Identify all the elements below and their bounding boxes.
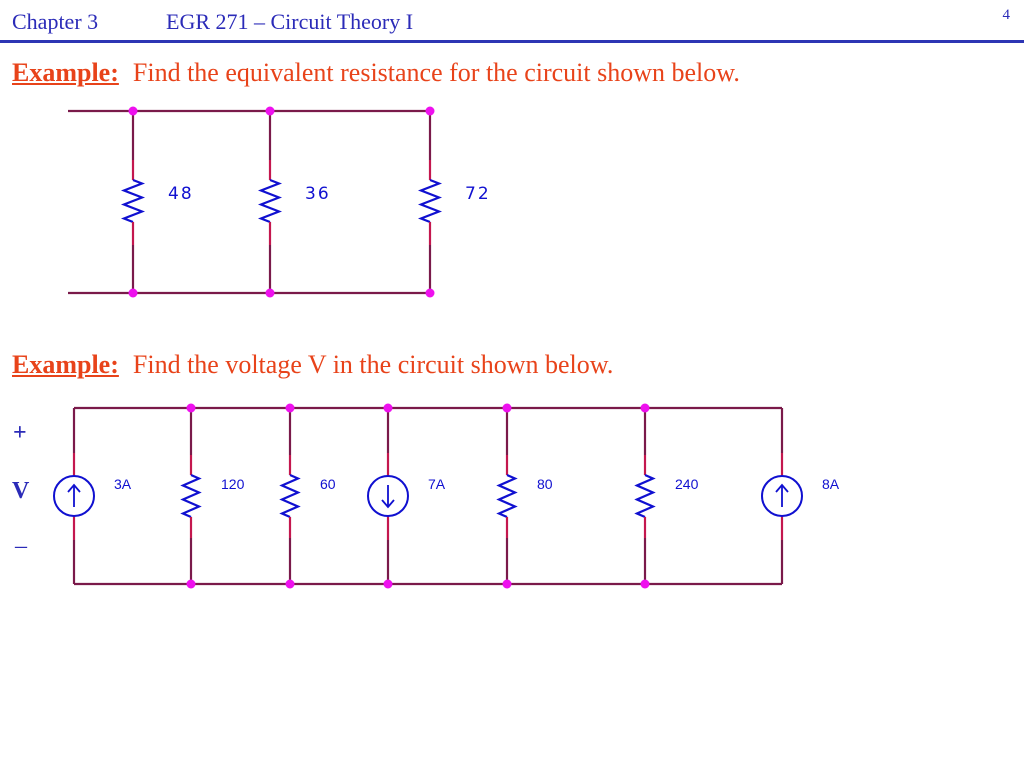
- course-title: EGR 271 – Circuit Theory I: [166, 9, 414, 34]
- resistor-zigzag: [257, 178, 283, 224]
- example-2-label: Example:: [12, 350, 119, 379]
- source-circle: [761, 475, 803, 517]
- resistor-symbol: [257, 178, 283, 224]
- source-value-label: 3A: [114, 476, 132, 492]
- junction-node: [425, 106, 435, 116]
- resistor-symbol: [417, 178, 443, 224]
- junction-node: [128, 288, 138, 298]
- resistor-value-label: 80: [537, 476, 553, 492]
- resistor-symbol: [120, 178, 146, 224]
- junction-node: [502, 579, 512, 589]
- circuit-2-diagram: 3A 120 60 7A 80 240 8A: [53, 403, 840, 589]
- junction-node: [285, 579, 295, 589]
- example-1-text: Find the equivalent resistance for the c…: [132, 58, 740, 87]
- resistor-symbol: [279, 473, 301, 519]
- resistor-symbol: [180, 473, 202, 519]
- header-divider: [0, 40, 1024, 43]
- current-source-up-arrow-icon: [53, 475, 95, 517]
- chapter-title: Chapter 3: [12, 9, 99, 34]
- page-number: 4: [1002, 7, 1011, 23]
- source-circle: [367, 475, 409, 517]
- resistor-zigzag: [279, 473, 301, 519]
- junction-node: [425, 288, 435, 298]
- resistor-zigzag: [120, 178, 146, 224]
- junction-node: [640, 403, 650, 413]
- example-2-heading: Example: Find the voltage V in the circui…: [12, 350, 613, 380]
- example-2-text: Find the voltage V in the circuit shown …: [132, 350, 614, 379]
- resistor-zigzag: [496, 473, 518, 519]
- example-1-heading: Example: Find the equivalent resistance f…: [12, 58, 740, 88]
- resistor-symbol: [496, 473, 518, 519]
- circuit-1-diagram: 48 36 72: [68, 106, 491, 298]
- current-source-down-arrow-icon: [367, 475, 409, 517]
- junction-node: [186, 403, 196, 413]
- source-value-label: 7A: [428, 476, 446, 492]
- arrow-head: [67, 483, 81, 493]
- arrow-head: [381, 499, 395, 509]
- arrow-head: [775, 483, 789, 493]
- junction-node: [383, 579, 393, 589]
- resistor-value-label: 60: [320, 476, 336, 492]
- current-source-up-arrow-icon: [761, 475, 803, 517]
- resistor-zigzag: [180, 473, 202, 519]
- source-circle: [53, 475, 95, 517]
- resistor-value-label: 48: [168, 184, 194, 204]
- junction-node: [383, 403, 393, 413]
- resistor-zigzag: [634, 473, 656, 519]
- junction-node: [265, 288, 275, 298]
- voltage-label: V: [12, 478, 30, 504]
- junction-node: [265, 106, 275, 116]
- voltage-minus-sign: –: [15, 533, 27, 559]
- resistor-symbol: [634, 473, 656, 519]
- resistor-value-label: 36: [305, 184, 331, 204]
- voltage-plus-sign: +: [13, 420, 27, 446]
- junction-node: [285, 403, 295, 413]
- junction-node: [502, 403, 512, 413]
- junction-node: [640, 579, 650, 589]
- resistor-value-label: 120: [221, 476, 245, 492]
- junction-node: [186, 579, 196, 589]
- resistor-zigzag: [417, 178, 443, 224]
- resistor-value-label: 240: [675, 476, 699, 492]
- source-value-label: 8A: [822, 476, 840, 492]
- slide-header: Chapter 3 EGR 271 – Circuit Theory I 4: [0, 0, 1024, 44]
- junction-node: [128, 106, 138, 116]
- resistor-value-label: 72: [465, 184, 491, 204]
- example-1-label: Example:: [12, 58, 119, 87]
